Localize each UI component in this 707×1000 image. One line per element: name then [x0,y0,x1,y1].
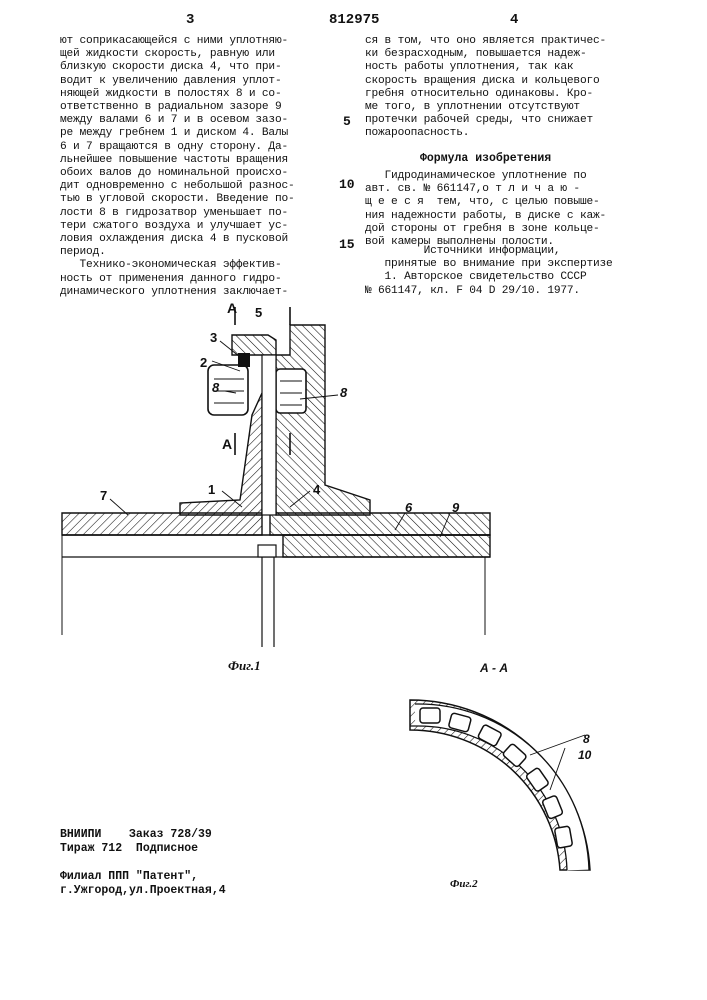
label-3: 3 [210,330,217,345]
text-line: льнейшее повышение частоты вращения [60,154,330,167]
text-line: дит одновременно с небольшой разнос- [60,180,330,193]
claims-heading: Формула изобретения [420,152,551,165]
claim-line: Гидродинамическое уплотнение по [365,170,665,183]
label-9: 9 [452,500,459,515]
source-line: Источники информации, [365,245,665,258]
imprint-line: ВНИИПИ Заказ 728/39 [60,828,226,842]
text-line: Технико-экономическая эффектив- [60,259,330,272]
text-line: ловия охлаждения диска 4 в пусковой [60,233,330,246]
imprint-block: ВНИИПИ Заказ 728/39Тираж 712 Подписное Ф… [60,828,226,898]
text-line: близкую скорости диска 4, что при- [60,61,330,74]
source-line: принятые во внимание при экспертизе [365,258,665,271]
text-line: период. [60,246,330,259]
label-10-fig2: 10 [578,748,591,762]
imprint-line: Филиал ППП "Патент", [60,870,226,884]
label-6: 6 [405,500,412,515]
sources-text: Источники информации, принятые во вниман… [365,245,665,298]
text-line: гребня относительно одинаковы. Кро- [365,88,665,101]
figure-2-section-title: А - А [480,661,508,675]
text-line: пожароопасность. [365,127,665,140]
figure-2-drawing [390,660,620,880]
text-line: ответственно в радиальном зазоре 9 [60,101,330,114]
shaft-band [62,513,490,635]
figure-2-caption: Фиг.2 [450,878,478,890]
text-line: протечки рабочей среды, что снижает [365,114,665,127]
line-number-15: 15 [339,237,355,252]
text-line: водит к увеличению давления уплот- [60,75,330,88]
text-line: тери сжатого воздуха и улучшает ус- [60,220,330,233]
text-line: няющей жидкости в полостях 8 и со- [60,88,330,101]
imprint-line: г.Ужгород,ул.Проектная,4 [60,884,226,898]
label-1: 1 [208,482,215,497]
label-8-fig2: 8 [583,732,590,746]
text-line: тью в угловой скорости. Введение по- [60,193,330,206]
left-column-text: ют соприкасающейся с ними уплотняю-щей ж… [60,35,330,299]
text-line: ре между гребнем 1 и диском 4. Валы [60,127,330,140]
line-number-10: 10 [339,177,355,192]
figure-1-caption: Фиг.1 [228,658,261,674]
label-2: 2 [200,355,207,370]
page-number-right: 4 [510,12,518,28]
text-line: скорость вращения диска и кольцевого [365,75,665,88]
text-line: обоих валов до номинальной происхо- [60,167,330,180]
section-mark-top: A [227,300,237,316]
text-line: 6 и 7 вращаются в одну сторону. Да- [60,141,330,154]
label-5: 5 [255,305,262,320]
text-line: ют соприкасающейся с ними уплотняю- [60,35,330,48]
text-line: ме того, в уплотнении отсутствуют [365,101,665,114]
claim-line: авт. св. № 661147,о т л и ч а ю - [365,183,665,196]
right-column-text: ся в том, что оно является практичес-ки … [365,35,665,141]
text-line: лости 8 в гидрозатвор уменьшает по- [60,207,330,220]
line-number-5: 5 [343,114,351,129]
text-line: ся в том, что оно является практичес- [365,35,665,48]
claim-line: дой стороны от гребня в зоне кольце- [365,223,665,236]
patent-number: 812975 [329,12,379,28]
imprint-line: Тираж 712 Подписное [60,842,226,856]
label-8-right: 8 [340,385,347,400]
label-8-left: 8 [212,380,219,395]
text-line: щей жидкости скорость, равную или [60,48,330,61]
text-line: ность от применения данного гидро- [60,273,330,286]
section-mark-bottom: A [222,436,232,452]
text-line: между валами 6 и 7 и в осевом зазо- [60,114,330,127]
page-number-left: 3 [186,12,194,28]
text-line: ность работы уплотнения, так как [365,61,665,74]
claim-line: щ е е с я тем, что, с целью повыше- [365,196,665,209]
label-4: 4 [313,482,320,497]
text-line: ки безрасходным, повышается надеж- [365,48,665,61]
source-line: 1. Авторское свидетельство СССР [365,271,665,284]
claims-text: Гидродинамическое уплотнение поавт. св. … [365,170,665,249]
label-7: 7 [100,488,107,503]
imprint-line [60,856,226,870]
claim-line: ния надежности работы, в диске с каж- [365,210,665,223]
